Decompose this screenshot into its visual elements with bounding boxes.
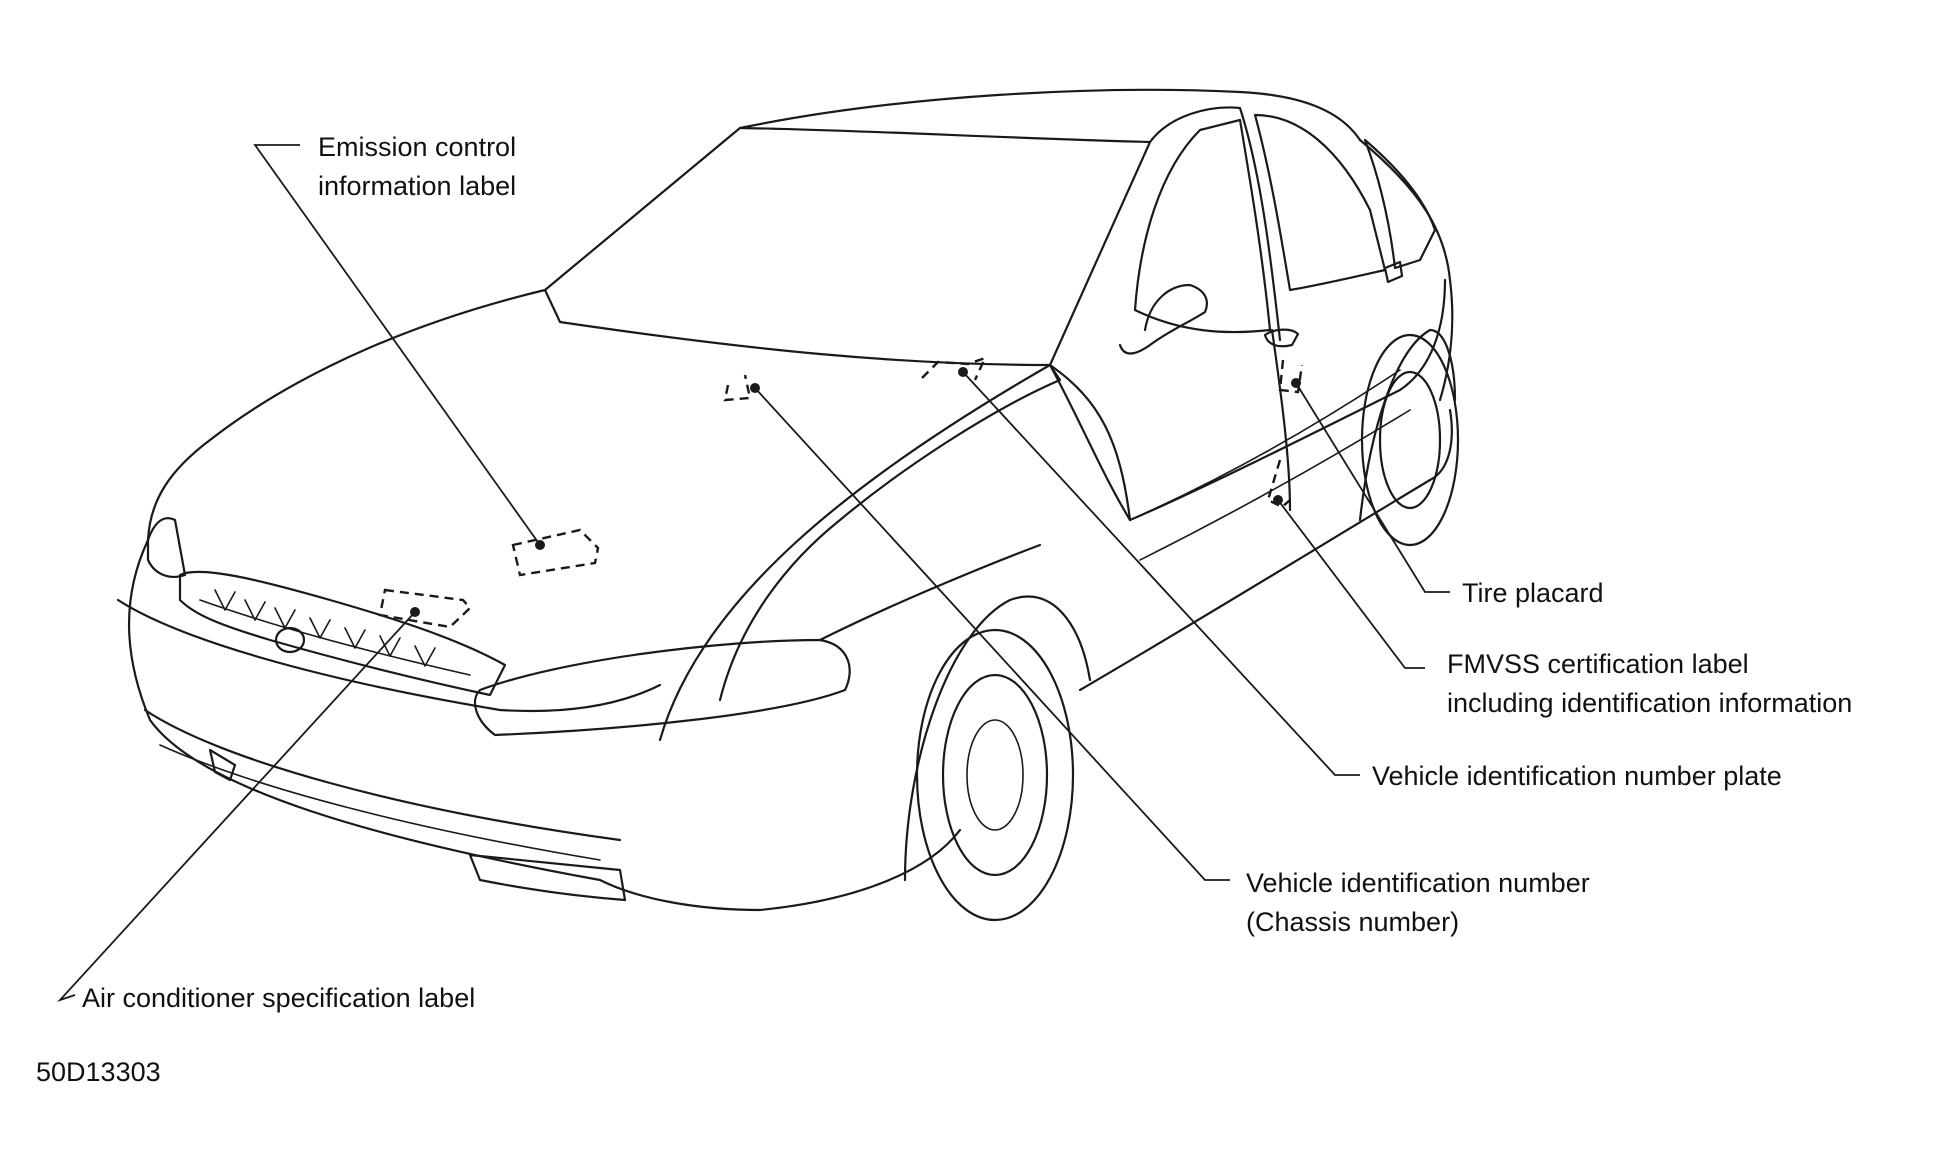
rear-tire: [1360, 333, 1460, 547]
tire-placard-leader-dot: [1291, 378, 1301, 388]
headlamp: [473, 638, 851, 737]
rear-side-window: [1253, 113, 1387, 292]
body-side-line: [1048, 278, 1447, 522]
front-bumper-top: [116, 598, 662, 713]
tire-placard-marker: [1278, 359, 1304, 394]
front-side-window: [1133, 118, 1272, 334]
leader-lines: [56, 144, 1450, 1002]
front-fender: [658, 363, 1132, 742]
fog-light-left: [208, 748, 237, 782]
emission-label-line2: information label: [318, 171, 516, 201]
rocker-panel: [1078, 408, 1453, 692]
figure-code: 50D13303: [36, 1057, 161, 1087]
vin-plate-leader: [962, 371, 1360, 776]
door-seam: [1270, 328, 1292, 512]
door-handle-front: [1263, 328, 1300, 348]
emission-label-marker: [511, 528, 600, 577]
windshield: [543, 140, 1152, 367]
emblem: [274, 626, 306, 654]
left-headlamp: [146, 517, 187, 578]
fmvss-leader: [1277, 499, 1425, 669]
fog-light-right: [468, 853, 627, 902]
vin-plate-label: Vehicle identification number plate: [1372, 761, 1782, 791]
side-molding-upper: [1129, 369, 1401, 521]
door-handle-rear: [1383, 260, 1404, 284]
air-conditioner-leader: [56, 611, 416, 1002]
vin-chassis-leader: [754, 387, 1230, 881]
tire-placard-label: Tire placard: [1462, 578, 1604, 608]
front-rim: [941, 673, 1049, 877]
front-wheel-arch: [903, 595, 1092, 882]
label-location-markers: [378, 355, 1304, 629]
car-illustration: [116, 88, 1460, 922]
air-conditioner-label-marker: [378, 588, 472, 629]
cowl: [718, 363, 1062, 702]
rear-quarter-window: [1363, 138, 1437, 270]
a-pillar: [1148, 106, 1282, 342]
front-bumper-lower: [143, 708, 622, 842]
fender-to-hood: [818, 543, 1042, 642]
rear-end: [1358, 138, 1454, 402]
front-fascia: [128, 538, 962, 912]
fmvss-label-line2: including identification information: [1447, 688, 1852, 718]
side-mirror: [1118, 283, 1208, 355]
callout-labels: Emission control information label Tire …: [36, 132, 1852, 1087]
grille-bar: [199, 599, 471, 676]
bumper-crease: [159, 744, 601, 861]
vin-chassis-marker: [723, 374, 752, 402]
vin-plate-leader-dot: [958, 367, 968, 377]
air-conditioner-label: Air conditioner specification label: [82, 983, 475, 1013]
fmvss-label-line1: FMVSS certification label: [1447, 649, 1749, 679]
tire-placard-leader: [1295, 382, 1450, 593]
vin-chassis-leader-dot: [750, 383, 760, 393]
vin-chassis-label-line1: Vehicle identification number: [1246, 868, 1590, 898]
fmvss-leader-dot: [1273, 495, 1283, 505]
emission-leader: [253, 144, 541, 546]
side-molding-lower: [1139, 409, 1411, 561]
rear-rim: [1378, 370, 1442, 510]
roof-outline: [543, 88, 1362, 292]
windshield-top: [738, 126, 1152, 144]
grille-outline: [178, 570, 507, 697]
emission-leader-dot: [535, 540, 545, 550]
vin-chassis-label-line2: (Chassis number): [1246, 907, 1459, 937]
vin-plate-marker: [921, 355, 988, 381]
hood-outline: [146, 288, 547, 542]
air-conditioner-leader-dot: [410, 607, 420, 617]
emission-label-line1: Emission control: [318, 132, 516, 162]
front-hub: [966, 719, 1024, 831]
front-tire: [915, 628, 1075, 922]
